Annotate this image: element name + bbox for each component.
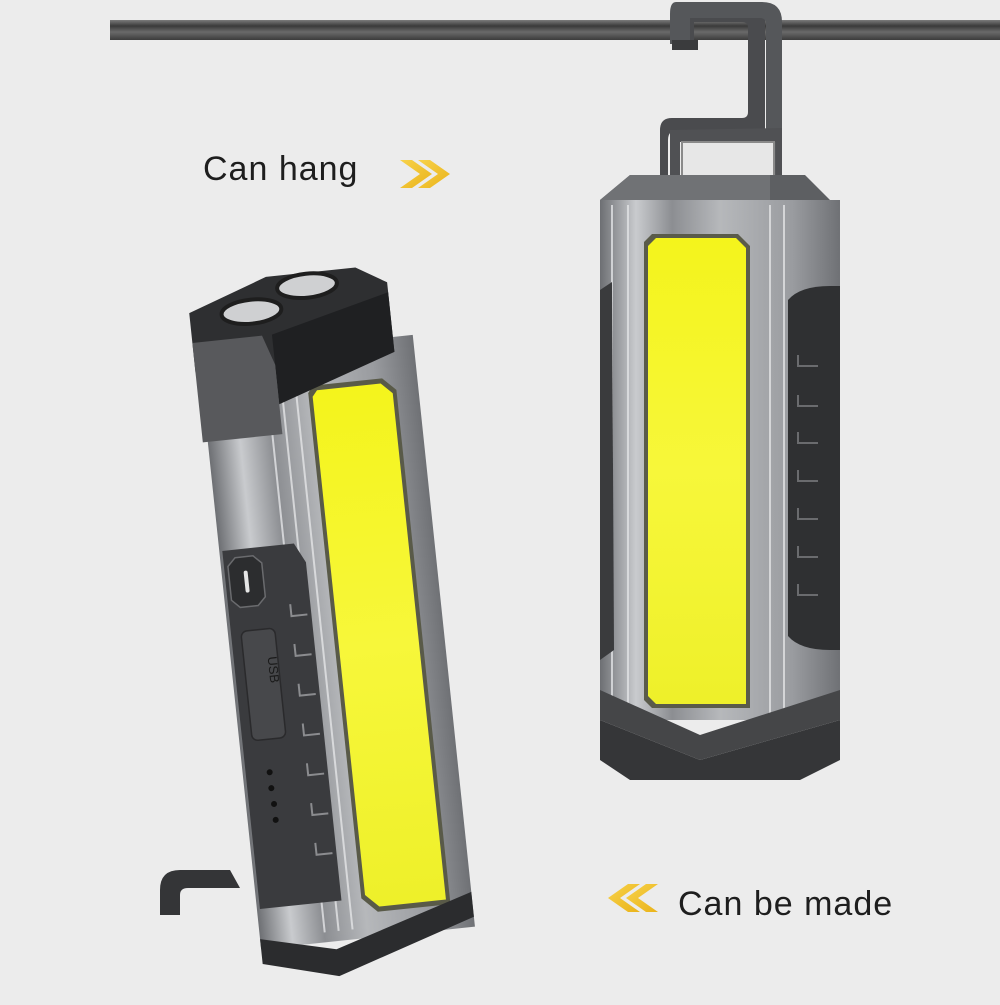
hanging-rod (110, 20, 1000, 40)
caption-can-hang: Can hang (203, 150, 359, 188)
battery-indicator-dots (266, 769, 279, 823)
usb-label: USB (265, 656, 283, 684)
caption-can-be-made: Can be made (678, 885, 894, 923)
right-work-light (600, 2, 840, 780)
double-chevron-left-icon (608, 884, 658, 912)
left-work-light: USB (160, 267, 475, 977)
double-chevron-right-icon (400, 160, 450, 188)
